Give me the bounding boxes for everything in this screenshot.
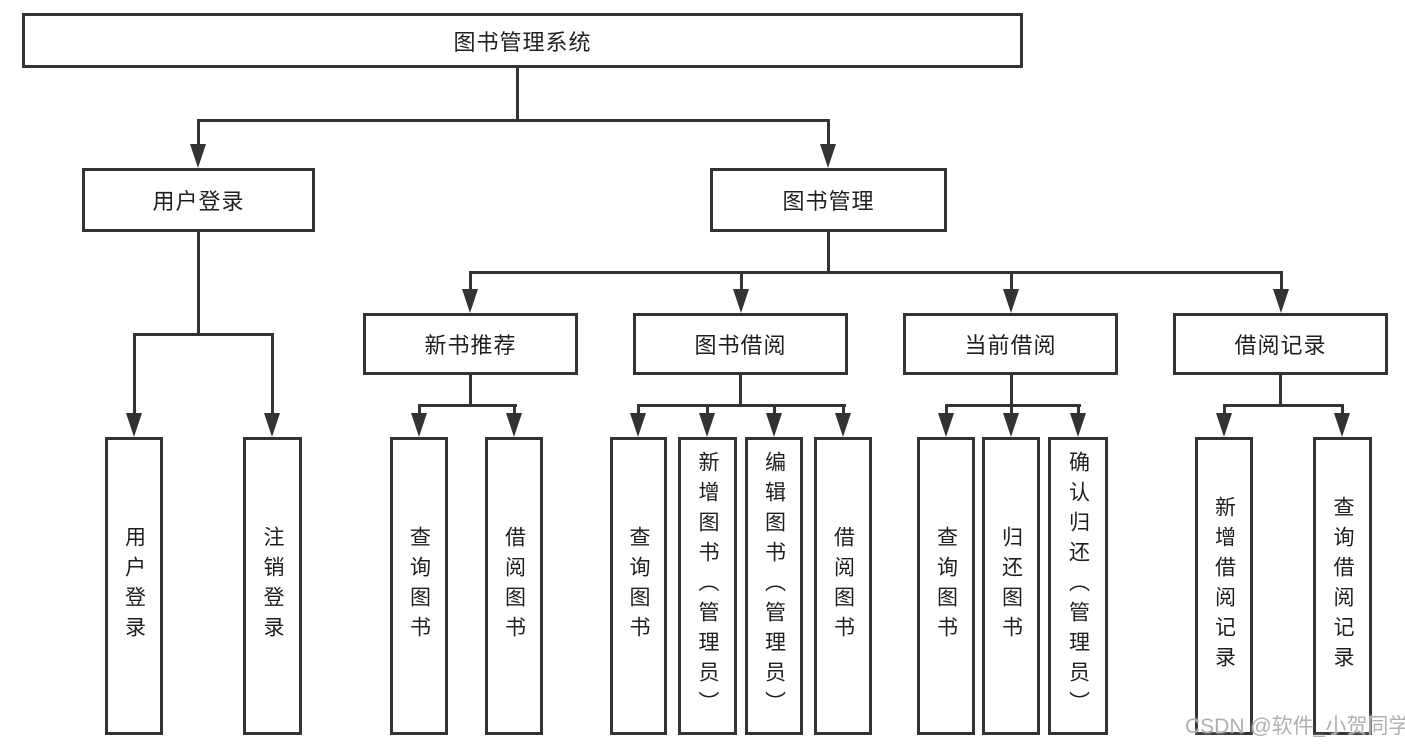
watermark: CSDN @软件_小贺同学 — [1185, 715, 1405, 738]
connector-line — [842, 405, 845, 416]
arrow-down-icon — [506, 413, 522, 437]
connector-line — [418, 405, 421, 416]
connector-line — [637, 404, 846, 407]
leaf-current-query-books: 查询图书 — [917, 437, 975, 735]
node-library-system: 图书管理系统 — [22, 13, 1023, 68]
arrow-down-icon — [1003, 413, 1019, 437]
connector-line — [1010, 375, 1013, 406]
node-book-borrowing: 图书借阅 — [633, 313, 848, 375]
arrow-down-icon — [1216, 413, 1232, 437]
connector-line — [740, 272, 743, 291]
connector-line — [827, 120, 830, 148]
connector-line — [271, 334, 274, 414]
leaf-record-query-borrow-record: 查询借阅记录 — [1313, 437, 1372, 735]
connector-line — [739, 375, 742, 406]
connector-line — [133, 334, 136, 414]
arrow-down-icon — [264, 413, 280, 437]
connector-line — [197, 119, 830, 122]
node-new-book-recommend: 新书推荐 — [363, 313, 578, 375]
arrow-down-icon — [1334, 413, 1350, 437]
leaf-borrow-borrow-books: 借阅图书 — [814, 437, 872, 735]
arrow-down-icon — [699, 413, 715, 437]
connector-line — [513, 405, 516, 416]
arrow-down-icon — [733, 289, 749, 313]
connector-line — [637, 405, 640, 416]
arrow-down-icon — [1070, 413, 1086, 437]
connector-line — [197, 120, 200, 148]
leaf-borrow-query-books: 查询图书 — [610, 437, 667, 735]
arrow-down-icon — [630, 413, 646, 437]
connector-line — [945, 404, 1081, 407]
connector-line — [1279, 375, 1282, 406]
connector-line — [197, 232, 200, 336]
connector-line — [133, 333, 274, 336]
arrow-down-icon — [835, 413, 851, 437]
connector-line — [706, 405, 709, 416]
connector-line — [1223, 405, 1226, 416]
leaf-newbook-query-books: 查询图书 — [390, 437, 448, 735]
connector-line — [469, 272, 472, 291]
leaf-record-add-borrow-record: 新增借阅记录 — [1195, 437, 1253, 735]
connector-line — [945, 405, 948, 416]
connector-line — [773, 405, 776, 416]
node-borrowing-records: 借阅记录 — [1173, 313, 1388, 375]
arrow-down-icon — [411, 413, 427, 437]
arrow-down-icon — [1003, 289, 1019, 313]
connector-line — [1010, 272, 1013, 291]
leaf-borrow-add-books-admin: 新增图书（管理员） — [678, 437, 737, 735]
arrow-down-icon — [766, 413, 782, 437]
leaf-current-confirm-return-admin: 确认归还（管理员） — [1048, 437, 1108, 735]
node-current-borrowing: 当前借阅 — [903, 313, 1118, 375]
connector-line — [418, 404, 517, 407]
connector-line — [827, 232, 830, 273]
leaf-borrow-edit-books-admin: 编辑图书（管理员） — [745, 437, 803, 735]
arrow-down-icon — [462, 289, 478, 313]
node-book-management: 图书管理 — [710, 168, 947, 232]
connector-line — [1223, 404, 1344, 407]
arrow-down-icon — [1273, 289, 1289, 313]
connector-line — [1077, 405, 1080, 416]
leaf-user-login: 用户登录 — [105, 437, 163, 735]
connector-line — [516, 68, 519, 120]
leaf-newbook-borrow-books: 借阅图书 — [485, 437, 543, 735]
node-user-login: 用户登录 — [82, 168, 315, 232]
leaf-logout: 注销登录 — [243, 437, 302, 735]
leaf-current-return-books: 归还图书 — [982, 437, 1040, 735]
arrow-down-icon — [820, 144, 836, 168]
connector-line — [469, 375, 472, 406]
arrow-down-icon — [190, 144, 206, 168]
connector-line — [1280, 272, 1283, 291]
connector-line — [469, 271, 1283, 274]
connector-line — [1341, 405, 1344, 416]
arrow-down-icon — [938, 413, 954, 437]
connector-line — [1010, 405, 1013, 416]
arrow-down-icon — [126, 413, 142, 437]
